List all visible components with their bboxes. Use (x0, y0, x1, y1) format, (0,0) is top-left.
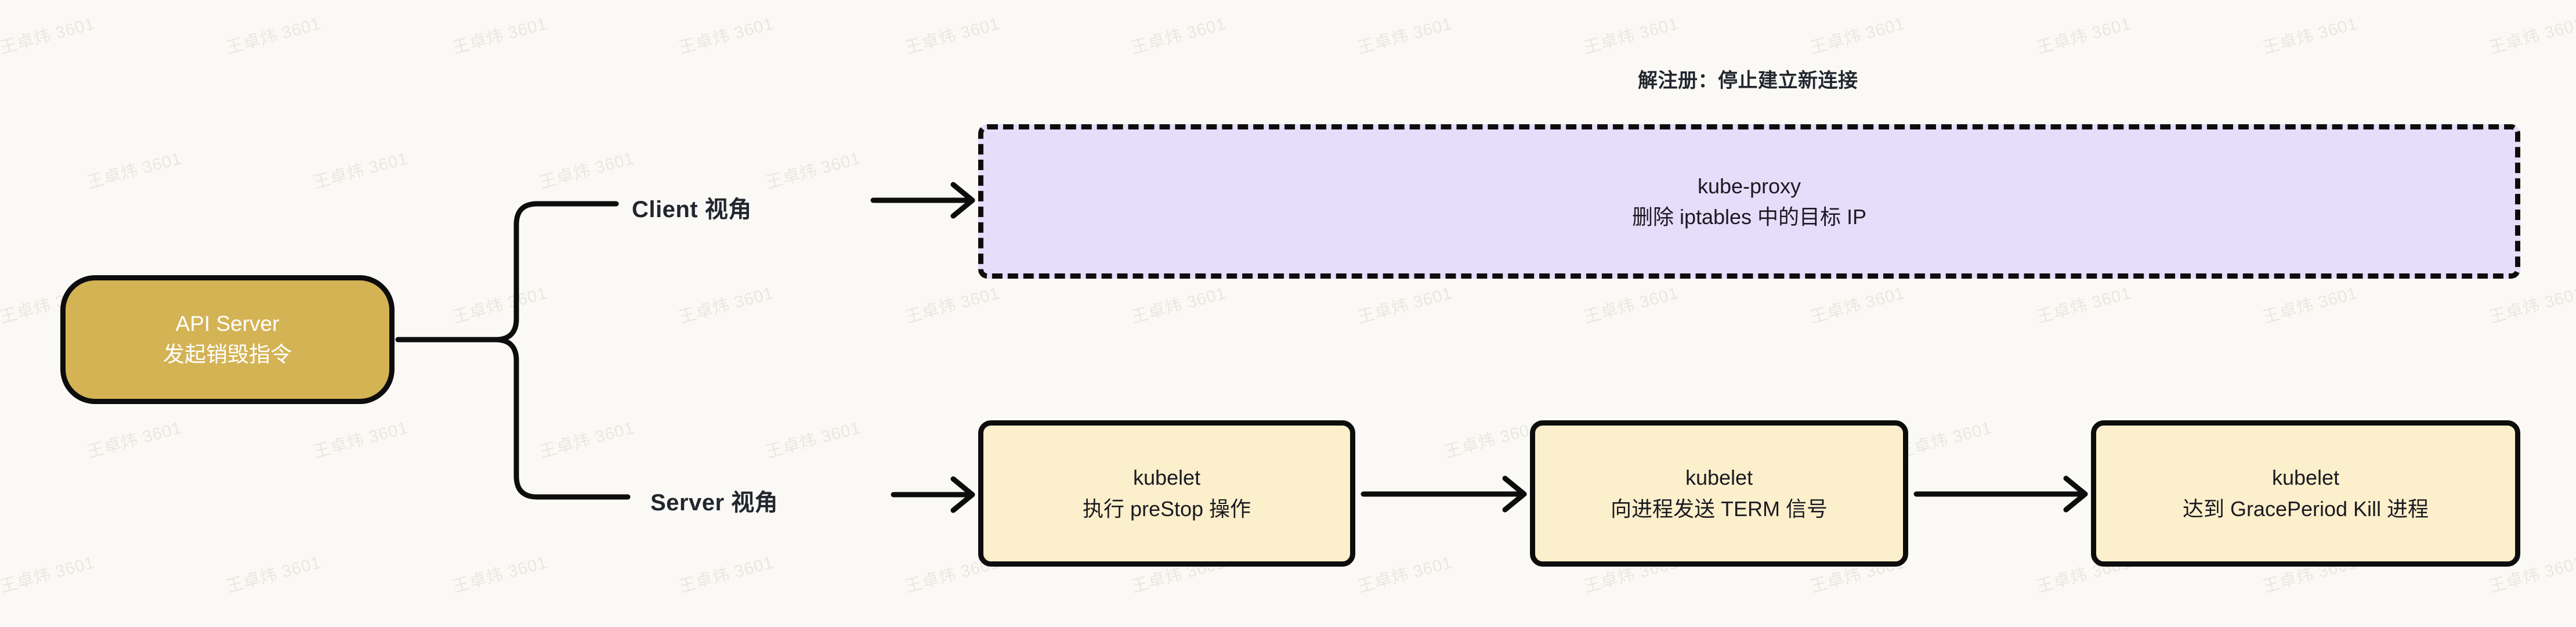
watermark-text: 王卓炜 3601 (0, 553, 97, 597)
watermark-text: 王卓炜 3601 (903, 284, 1002, 327)
connector-branch-client (493, 201, 619, 343)
watermark-text: 王卓炜 3601 (2574, 419, 2576, 462)
connector-branch-server (493, 337, 631, 500)
node-kubelet-term-signal[interactable]: kubelet 向进程发送 TERM 信号 (1530, 420, 1908, 567)
watermark-text: 王卓炜 3601 (1808, 284, 1907, 327)
watermark-text: 王卓炜 3601 (1129, 15, 1228, 58)
node-kubelet-term-signal-line1: kubelet (1685, 466, 1753, 489)
watermark-text: 王卓炜 3601 (1442, 419, 1542, 462)
watermark-text: 王卓炜 3601 (537, 419, 636, 462)
watermark-text: 王卓炜 3601 (1808, 15, 1907, 58)
node-api-server-line1: API Server (175, 312, 280, 336)
arrow-client-to-kubeproxy-head (950, 182, 975, 219)
arrow-server-to-kubelet1-head (950, 476, 975, 513)
node-kubelet-graceperiod-kill-line1: kubelet (2271, 466, 2340, 489)
node-kube-proxy[interactable]: kube-proxy 删除 iptables 中的目标 IP (978, 124, 2520, 279)
watermark-text: 王卓炜 3601 (537, 149, 636, 193)
watermark-text: 王卓炜 3601 (903, 15, 1002, 58)
watermark-text: 王卓炜 3601 (2487, 15, 2576, 58)
watermark-text: 王卓炜 3601 (2487, 284, 2576, 327)
watermark-text: 王卓炜 3601 (1895, 419, 1994, 462)
watermark-text: 王卓炜 3601 (1582, 284, 1681, 327)
node-api-server[interactable]: API Server 发起销毁指令 (60, 275, 395, 404)
watermark-text: 王卓炜 3601 (0, 15, 97, 58)
watermark-text: 王卓炜 3601 (764, 419, 863, 462)
watermark-text: 王卓炜 3601 (676, 15, 776, 58)
watermark-text: 王卓炜 3601 (450, 15, 549, 58)
diagram-title: 解注册：停止建立新连接 (1638, 70, 1858, 92)
watermark-text: 王卓炜 3601 (85, 419, 184, 462)
node-api-server-line2: 发起销毁指令 (163, 343, 292, 366)
watermark-text: 王卓炜 3601 (224, 15, 323, 58)
watermark-text: 王卓炜 3601 (311, 419, 410, 462)
watermark-text: 王卓炜 3601 (2260, 15, 2360, 58)
watermark-text: 王卓炜 3601 (2034, 284, 2133, 327)
watermark-text: 王卓炜 3601 (1129, 284, 1228, 327)
watermark-text: 王卓炜 3601 (1355, 553, 1455, 597)
watermark-text: 王卓炜 3601 (764, 149, 863, 193)
branch-label-server: Server 视角 (650, 490, 779, 516)
node-kubelet-prestop[interactable]: kubelet 执行 preStop 操作 (978, 420, 1355, 567)
watermark-text: 王卓炜 3601 (1355, 15, 1455, 58)
node-kube-proxy-line2: 删除 iptables 中的目标 IP (1631, 205, 1867, 229)
watermark-text: 王卓炜 3601 (85, 149, 184, 193)
watermark-text: 王卓炜 3601 (1582, 15, 1681, 58)
watermark-text: 王卓炜 3601 (1355, 284, 1455, 327)
branch-label-client: Client 视角 (632, 197, 752, 222)
arrow-kubelet2-to-kubelet3-head (2063, 475, 2088, 513)
watermark-text: 王卓炜 3601 (450, 553, 549, 597)
node-kubelet-graceperiod-kill[interactable]: kubelet 达到 GracePeriod Kill 进程 (2091, 420, 2520, 567)
watermark-text: 王卓炜 3601 (2034, 15, 2133, 58)
watermark-text: 王卓炜 3601 (311, 149, 410, 193)
node-kubelet-graceperiod-kill-line2: 达到 GracePeriod Kill 进程 (2182, 497, 2429, 521)
watermark-text: 王卓炜 3601 (676, 284, 776, 327)
watermark-text: 王卓炜 3601 (450, 284, 549, 327)
node-kubelet-term-signal-line2: 向进程发送 TERM 信号 (1611, 497, 1828, 521)
node-kubelet-prestop-line2: 执行 preStop 操作 (1082, 497, 1251, 521)
node-kubelet-prestop-line1: kubelet (1133, 466, 1201, 489)
arrow-kubelet1-to-kubelet2-head (1502, 475, 1527, 513)
node-kube-proxy-line1: kube-proxy (1697, 174, 1801, 198)
watermark-text: 王卓炜 3601 (676, 553, 776, 597)
watermark-text: 王卓炜 3601 (2574, 149, 2576, 193)
watermark-text: 王卓炜 3601 (2260, 284, 2360, 327)
watermark-text: 王卓炜 3601 (224, 553, 323, 597)
